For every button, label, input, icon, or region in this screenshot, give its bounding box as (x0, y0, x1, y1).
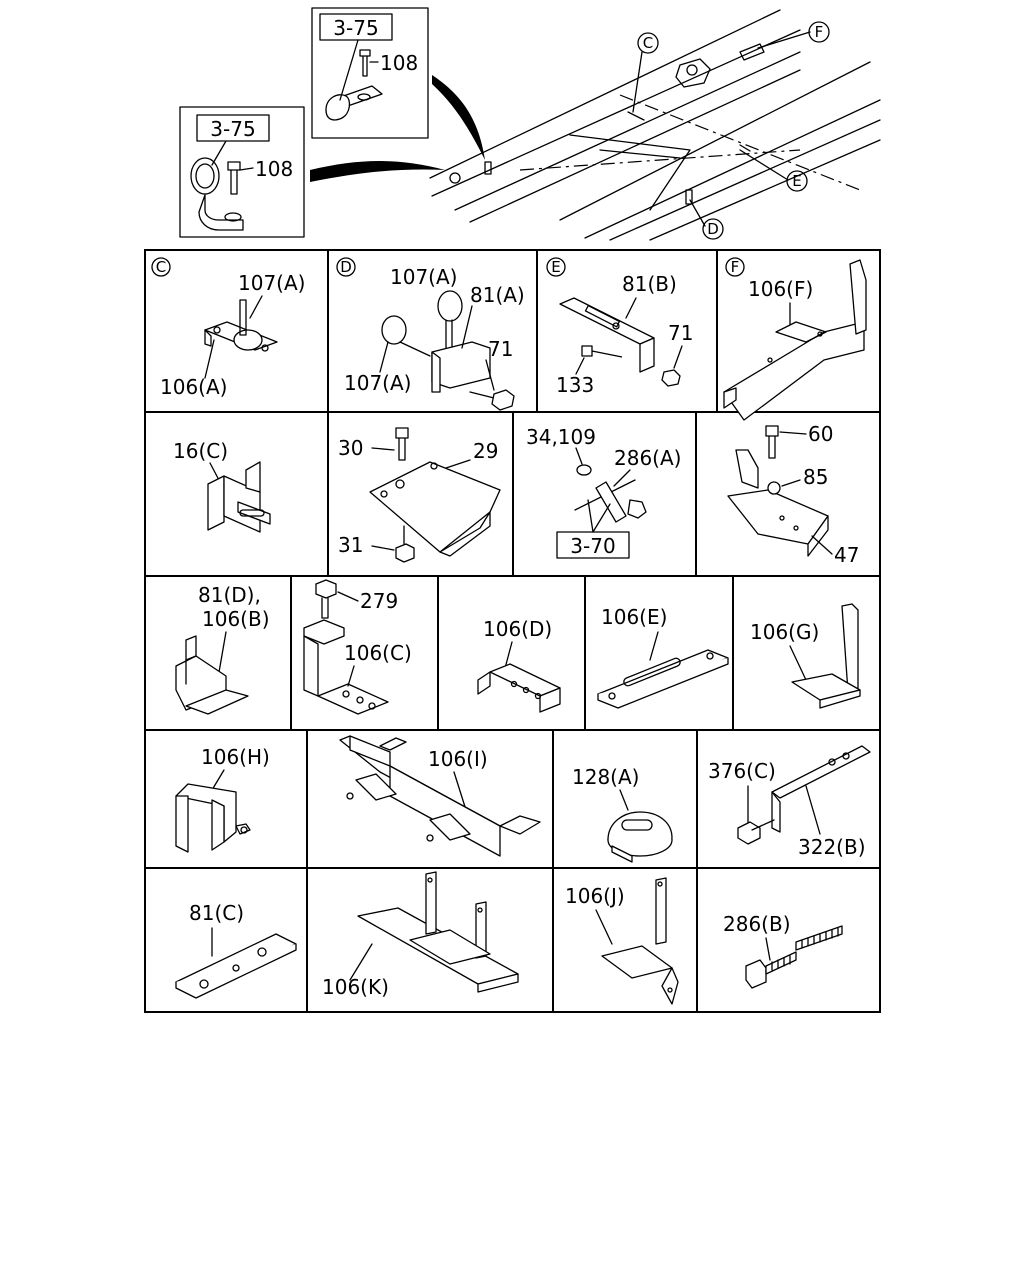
cell-d: D 107(A) 81(A) 71 107(A) (336, 257, 525, 411)
cell-47-label-2: 85 (803, 465, 828, 489)
cell-106b-label-2: 106(B) (202, 607, 270, 631)
callout-d-label: D (707, 220, 719, 238)
cell-322b: 376(C) 322(B) (708, 745, 871, 859)
cell-106i: 106(I) (339, 735, 541, 857)
cell-29-label-1: 30 (338, 436, 363, 460)
cell-e-label-3: 133 (556, 373, 594, 397)
cell-106k: 106(K) (322, 871, 519, 999)
inset-lower-ref: 3-75 (210, 117, 255, 141)
cell-d-label-3: 71 (488, 337, 513, 361)
callout-f-label: F (815, 23, 824, 41)
cell-106j: 106(J) (565, 877, 679, 1005)
cell-106g-label: 106(G) (750, 620, 819, 644)
cell-322b-label-2: 322(B) (798, 835, 866, 859)
cell-286a: 34,109 286(A) 3-70 (526, 425, 681, 559)
cell-47-label-3: 47 (834, 543, 859, 567)
cell-286a-label-1: 34,109 (526, 425, 596, 449)
cell-106k-label: 106(K) (322, 975, 389, 999)
callout-d: D (702, 218, 724, 240)
cell-c: C 107(A) 106(A) (151, 257, 305, 399)
cell-81c: 81(C) (175, 901, 297, 999)
cell-106g: 106(G) (750, 603, 861, 709)
cell-f-label-1: 106(F) (748, 277, 813, 301)
cell-bracket-47: 60 85 47 (727, 422, 859, 567)
cell-f-letter: F (731, 258, 740, 276)
cell-106c-label-1: 279 (360, 589, 398, 613)
cell-106e: 106(E) (597, 605, 729, 709)
cell-c-letter: C (156, 258, 166, 276)
cell-286b-label: 286(B) (723, 912, 791, 936)
cell-e-label-2: 71 (668, 321, 693, 345)
cell-106e-label: 106(E) (601, 605, 667, 629)
cell-e-label-1: 81(B) (622, 272, 677, 296)
callout-c-label: C (643, 34, 653, 52)
cell-d-label-4: 107(A) (344, 371, 411, 395)
cell-f: F 106(F) (723, 257, 867, 421)
cell-106h: 106(H) (175, 745, 270, 853)
cell-106j-label: 106(J) (565, 884, 625, 908)
inset-upper: 3-75 108 (311, 7, 485, 160)
inset-upper-ref: 3-75 (333, 16, 378, 40)
cell-d-letter: D (340, 258, 352, 276)
cell-106d-label: 106(D) (483, 617, 552, 641)
cell-286b: 286(B) (723, 912, 843, 989)
callout-e: E (786, 170, 808, 192)
cell-16c-label: 16(C) (173, 439, 228, 463)
cell-286a-label-2: 286(A) (614, 446, 681, 470)
chassis-frame-overview (429, 9, 881, 241)
callout-c: C (637, 32, 659, 54)
cell-e: E 81(B) 71 133 (546, 257, 693, 397)
cell-c-label-2: 106(A) (160, 375, 227, 399)
cell-c-label-1: 107(A) (238, 271, 305, 295)
inset-upper-part: 108 (380, 51, 418, 75)
cell-29-label-2: 29 (473, 439, 498, 463)
callout-f: F (808, 21, 830, 43)
cell-bracket-29: 30 29 31 (338, 427, 501, 563)
cell-106d: 106(D) (477, 617, 561, 713)
cell-47-label-1: 60 (808, 422, 833, 446)
cell-106c: 279 106(C) (303, 579, 412, 715)
cell-128a: 128(A) (572, 765, 673, 863)
cell-16c: 16(C) (173, 439, 271, 533)
cell-322b-label-1: 376(C) (708, 759, 776, 783)
cell-106h-label: 106(H) (201, 745, 270, 769)
cell-d-label-1: 107(A) (390, 265, 457, 289)
cell-e-letter: E (551, 258, 560, 276)
cell-128a-label: 128(A) (572, 765, 639, 789)
inset-lower: 3-75 108 (179, 106, 445, 238)
cable-tie-teeth (771, 927, 839, 971)
cell-81c-label: 81(C) (189, 901, 244, 925)
cell-286a-ref: 3-70 (570, 534, 615, 558)
cell-106i-label: 106(I) (428, 747, 488, 771)
callout-e-label: E (792, 172, 801, 190)
cell-106c-label-2: 106(C) (344, 641, 412, 665)
cell-106b-label-1: 81(D), (198, 583, 261, 607)
cell-d-label-2: 81(A) (470, 283, 525, 307)
inset-lower-part: 108 (255, 157, 293, 181)
cell-29-label-3: 31 (338, 533, 363, 557)
parts-grid (144, 249, 881, 1013)
cell-106b: 81(D), 106(B) (175, 583, 270, 715)
